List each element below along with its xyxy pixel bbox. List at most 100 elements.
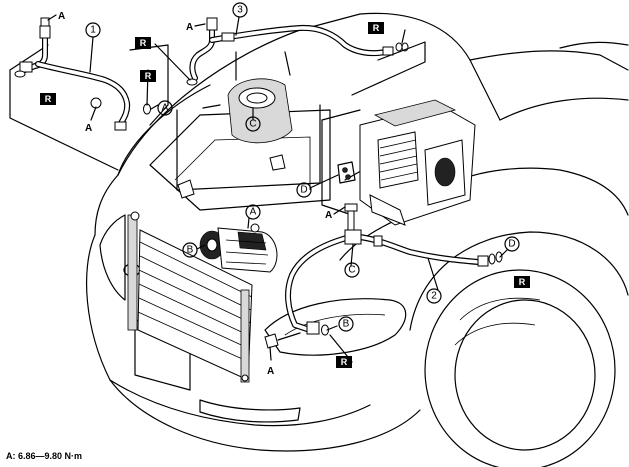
pipe-1-oring <box>14 70 26 78</box>
valve-port-2 <box>345 174 351 180</box>
roof-line <box>559 41 629 49</box>
leader-lines <box>47 14 508 363</box>
callout-b-compressor: B <box>182 242 198 258</box>
bumper-upper <box>94 174 119 236</box>
bolt-label-top-left: A <box>58 11 65 22</box>
svg-text:B: B <box>187 245 194 256</box>
callout-d-pipe2: D <box>504 236 520 252</box>
svg-text:A: A <box>250 207 257 218</box>
lower-grille <box>199 399 301 423</box>
pipe-2-clamp <box>373 235 383 247</box>
item-1-marker: 1 <box>85 22 101 38</box>
cover-cap-inner <box>246 92 268 104</box>
pipe-3-block <box>221 32 235 42</box>
pipe-1-bolt-top <box>40 17 50 27</box>
pipe-2-bolt-stem <box>347 209 355 231</box>
bolt-label-lower: A <box>267 366 274 377</box>
pipe-3-fitting-top <box>206 17 218 31</box>
wheel-rim <box>454 299 596 451</box>
engine-cover <box>176 51 321 199</box>
callout-a-pipe1: A <box>157 100 173 116</box>
detail-c-lines <box>202 51 291 109</box>
pipe-1-fitting-left <box>19 61 33 73</box>
valve-port-1 <box>342 167 348 173</box>
svg-text:R: R <box>140 38 147 48</box>
svg-text:3: 3 <box>237 5 243 16</box>
pipe-2-bolt-head <box>344 203 358 212</box>
detail-c-frame <box>176 104 321 191</box>
detail-box-3 <box>351 41 426 96</box>
pipe-3 <box>186 17 426 96</box>
replace-badge-pipe2-lower: R <box>336 356 352 368</box>
windshield <box>469 50 629 71</box>
front-wheel <box>424 269 616 467</box>
item-2-marker: 2 <box>426 288 442 304</box>
replace-badge-pipe3-left: R <box>135 37 151 49</box>
bolt-label-pipe2: A <box>325 210 332 221</box>
condenser <box>127 211 253 383</box>
unit-lower <box>369 194 406 226</box>
ac-unit <box>321 99 476 226</box>
callout-b-pipe2: B <box>338 316 354 332</box>
detail-frame-unit <box>321 109 361 216</box>
compressor-ribs <box>225 239 269 265</box>
pipe-1-fitting-top <box>39 25 51 39</box>
torque-note: A: 6.86—9.80 N·m <box>6 451 82 461</box>
callout-a-compressor: A <box>245 204 261 220</box>
unit-motor <box>434 157 456 187</box>
pipe-1 <box>9 17 169 171</box>
replace-badge-pipe1: R <box>40 93 56 105</box>
a-pillar <box>499 97 629 121</box>
callout-c-pipe2: C <box>344 262 360 278</box>
compressor-port <box>250 223 260 233</box>
replace-badge-pipe1-right: R <box>140 70 156 82</box>
bolt-label-pipe1: A <box>85 123 92 134</box>
pipe-2-bolt-lower <box>264 333 279 349</box>
headlamp-inner <box>284 313 386 336</box>
grille-opening <box>99 214 126 301</box>
compressor <box>199 223 278 273</box>
bracket-left <box>177 179 195 199</box>
svg-text:R: R <box>519 277 526 287</box>
pipe-2-oring-2 <box>495 251 503 263</box>
svg-text:A: A <box>162 103 169 114</box>
hood-edge <box>117 84 211 176</box>
bay-inner <box>174 136 311 190</box>
headlamp <box>264 298 407 356</box>
svg-text:C: C <box>348 265 355 276</box>
condenser-tank <box>127 214 138 331</box>
svg-text:D: D <box>300 185 307 196</box>
replace-badge-pipe2-right: R <box>514 276 530 288</box>
bracket-right <box>269 154 286 171</box>
svg-text:R: R <box>45 94 52 104</box>
svg-text:R: R <box>341 357 348 367</box>
compressor-pulley-hub <box>206 238 218 252</box>
bumper-outline <box>85 234 421 452</box>
svg-text:B: B <box>343 319 350 330</box>
wheel-arch <box>409 231 629 331</box>
replace-badge-pipe3-right: R <box>368 22 384 34</box>
condenser-mount <box>241 374 249 382</box>
unit-grille-slats <box>379 139 419 181</box>
compressor-head <box>237 231 267 251</box>
pipe-2-end <box>477 255 489 267</box>
pipe-2-comp-end <box>306 321 320 335</box>
fascia-lower <box>109 379 371 427</box>
condenser-side-tank <box>240 289 250 383</box>
pipe-2 <box>264 203 503 349</box>
callout-c-engine: C <box>245 116 261 132</box>
cowl-panel <box>149 109 331 211</box>
pipe-2-block <box>344 229 362 245</box>
svg-text:R: R <box>373 23 380 33</box>
svg-text:C: C <box>249 119 256 130</box>
pipe-3-oring-1 <box>395 42 403 52</box>
pipe-1-end <box>114 121 127 131</box>
svg-text:R: R <box>145 71 152 81</box>
pipe-3-oring-left <box>186 78 198 86</box>
bolt-label-pipe3: A <box>186 22 193 33</box>
svg-text:1: 1 <box>90 25 96 36</box>
expansion-valve <box>337 161 356 184</box>
wheel-shading <box>454 297 541 346</box>
